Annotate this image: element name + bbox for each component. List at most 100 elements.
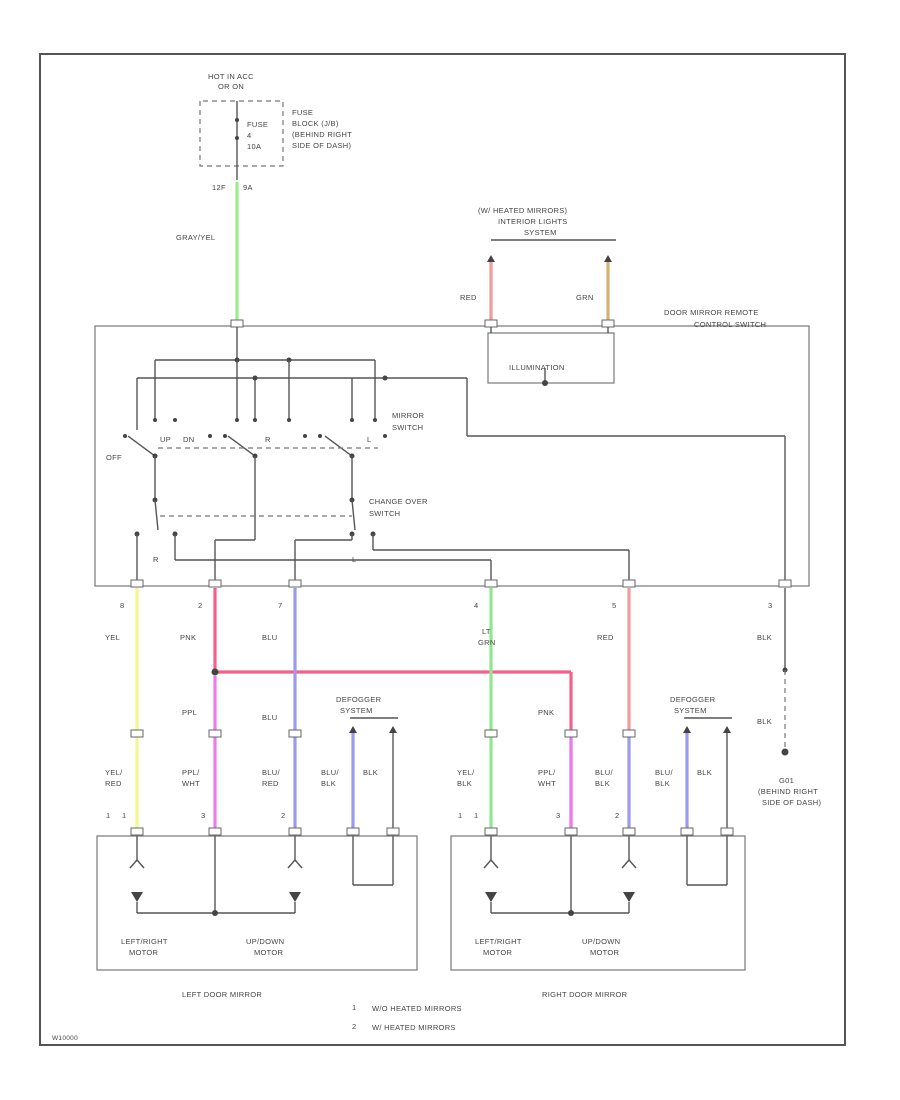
label-dn: DN	[183, 435, 194, 444]
left-motor-lr-icon	[131, 892, 143, 902]
defogger-left-2: SYSTEM	[340, 706, 373, 715]
pin-8: 8	[120, 601, 124, 610]
fuse-block-1: FUSE	[292, 108, 313, 117]
right-w5: BLK	[697, 768, 712, 777]
wire-label-yel: YEL	[105, 633, 120, 642]
wire-label-grn: GRN	[478, 638, 496, 647]
wire-label-blu: BLU	[262, 633, 278, 642]
wire-label-gry-yel: GRAY/YEL	[176, 233, 215, 242]
switch-title-2: CONTROL SWITCH	[694, 320, 766, 329]
hot-label-1: HOT IN ACC	[208, 72, 254, 81]
fuse-amp: 10A	[247, 142, 261, 151]
right-pin-c: 3	[556, 811, 560, 820]
right-w3a: BLU/	[595, 768, 613, 777]
right-mirror-title: RIGHT DOOR MIRROR	[542, 990, 628, 999]
label-l: L	[367, 435, 371, 444]
pin-5: 5	[612, 601, 616, 610]
pin-2: 2	[198, 601, 202, 610]
left-motor-ud-1: UP/DOWN	[246, 937, 284, 946]
left-pin-c: 3	[201, 811, 205, 820]
left-mirror-title: LEFT DOOR MIRROR	[182, 990, 262, 999]
pin-3: 3	[768, 601, 772, 610]
pin-9a: 9A	[243, 183, 253, 192]
mirror-switch-label-1: MIRROR	[392, 411, 424, 420]
right-motor-lr-icon	[485, 892, 497, 902]
interior-lights-note: (W/ HEATED MIRRORS) INTERIOR LIGHTS SYST…	[478, 206, 616, 262]
wire-label-blu-2: BLU	[262, 713, 278, 722]
right-door-mirror: YEL/ BLK PPL/ WHT BLU/ BLK BLU/ BLK BLK …	[450, 768, 746, 999]
diagram-id: W10000	[52, 1035, 78, 1042]
right-w1a: YEL/	[457, 768, 475, 777]
pin-4: 4	[474, 601, 478, 610]
change-over-switch: CHANGE OVER SWITCH R L	[134, 456, 630, 580]
fuse-block-2: BLOCK (J/B)	[292, 119, 339, 128]
left-w3a: BLU/	[262, 768, 280, 777]
fuse-block-3: (BEHIND RIGHT	[292, 130, 352, 139]
heated-note-3: SYSTEM	[524, 228, 557, 237]
change-over-label-1: CHANGE OVER	[369, 497, 428, 506]
diagram-frame	[39, 53, 846, 1046]
right-motor-ud-1: UP/DOWN	[582, 937, 620, 946]
wire-label-grn-top: GRN	[576, 293, 594, 302]
right-pin-a: 1	[458, 811, 462, 820]
left-pin-b: 1	[122, 811, 126, 820]
left-w2a: PPL/	[182, 768, 200, 777]
left-pin-a: 1	[106, 811, 110, 820]
defogger-left: DEFOGGER SYSTEM	[336, 695, 398, 828]
right-motor-ud-icon	[623, 892, 635, 902]
legend: 1 W/O HEATED MIRRORS 2 W/ HEATED MIRRORS	[352, 1003, 462, 1032]
switch-title-1: DOOR MIRROR REMOTE	[664, 308, 759, 317]
left-door-mirror: YEL/ RED PPL/ WHT BLU/ RED BLU/ BLK BLK …	[96, 768, 418, 999]
right-w2a: PPL/	[538, 768, 556, 777]
right-pin-d: 2	[615, 811, 619, 820]
left-w2b: WHT	[182, 779, 200, 788]
left-w5: BLK	[363, 768, 378, 777]
mirror-switch-label-2: SWITCH	[392, 423, 423, 432]
hot-label-2: OR ON	[218, 82, 244, 91]
fuse-block-4: SIDE OF DASH)	[292, 141, 352, 150]
legend-mark-1: 1	[352, 1003, 356, 1012]
left-w4b: BLK	[321, 779, 336, 788]
left-w1b: RED	[105, 779, 122, 788]
right-pin-b: 1	[474, 811, 478, 820]
left-motor-ud-2: MOTOR	[254, 948, 284, 957]
right-w4a: BLU/	[655, 768, 673, 777]
right-w1b: BLK	[457, 779, 472, 788]
wire-label-red: RED	[597, 633, 614, 642]
wire-label-lt: LT	[482, 627, 491, 636]
left-w3b: RED	[262, 779, 279, 788]
left-pin-d: 2	[281, 811, 285, 820]
fuse-label: FUSE	[247, 120, 268, 129]
left-mirror-housing	[96, 835, 418, 971]
pin-7: 7	[278, 601, 282, 610]
left-w4a: BLU/	[321, 768, 339, 777]
left-w1a: YEL/	[105, 768, 123, 777]
heated-note-2: INTERIOR LIGHTS	[498, 217, 568, 226]
legend-mark-2: 2	[352, 1022, 356, 1031]
defogger-right-1: DEFOGGER	[670, 695, 716, 704]
right-motor-lr-1: LEFT/RIGHT	[475, 937, 522, 946]
mirror-switch: OFF UP DN R L MIRROR SWITCH	[106, 327, 786, 580]
fuse-block: HOT IN ACC OR ON FUSE 4 10A FUSE BLOCK (…	[199, 72, 352, 192]
wire-label-red-top: RED	[460, 293, 477, 302]
ground-label-2: (BEHIND RIGHT	[758, 787, 818, 796]
right-w4b: BLK	[655, 779, 670, 788]
label-r: R	[265, 435, 271, 444]
wire-label-ppl: PPL	[182, 708, 197, 717]
change-over-label-2: SWITCH	[369, 509, 400, 518]
legend-text-1: W/O HEATED MIRRORS	[372, 1004, 462, 1013]
left-motor-ud-icon	[289, 892, 301, 902]
right-motor-ud-2: MOTOR	[590, 948, 620, 957]
ground-label-1: G01	[779, 776, 794, 785]
label-off: OFF	[106, 453, 122, 462]
pin-12f: 12F	[212, 183, 226, 192]
fuse-number: 4	[247, 131, 251, 140]
right-w2b: WHT	[538, 779, 556, 788]
door-mirror-remote-control-switch	[94, 325, 810, 587]
wire-label-pnk: PNK	[180, 633, 196, 642]
illumination-box	[487, 332, 615, 384]
wire-label-blk-2: BLK	[757, 717, 772, 726]
defogger-left-1: DEFOGGER	[336, 695, 382, 704]
ground-label-3: SIDE OF DASH)	[762, 798, 822, 807]
